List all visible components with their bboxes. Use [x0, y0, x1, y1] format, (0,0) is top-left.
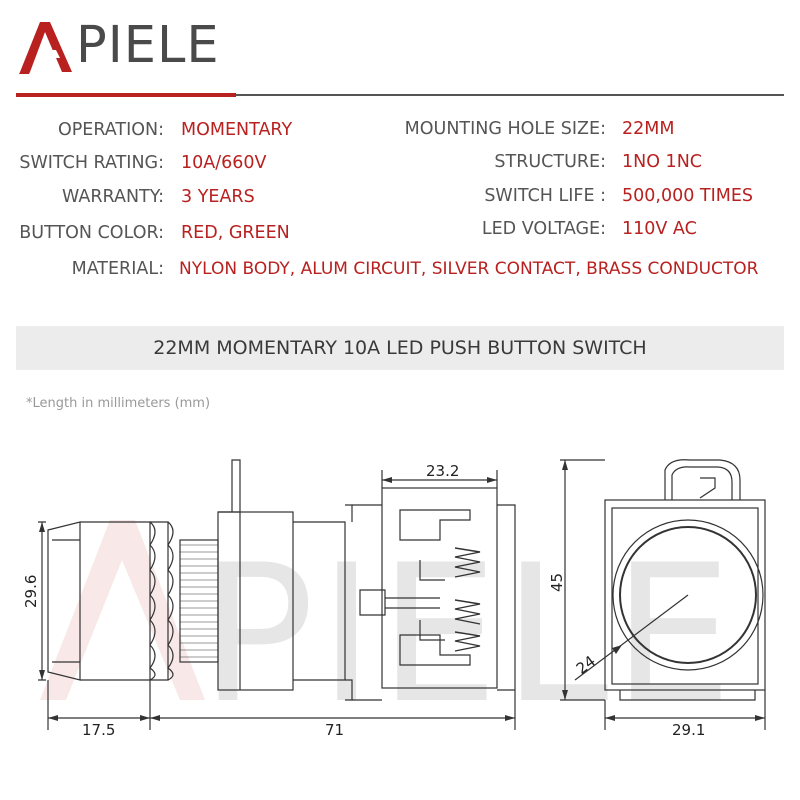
dim-label-body-width: 29.1 [672, 721, 705, 739]
button-head [80, 521, 151, 681]
spec-warranty-value: 3 YEARS [181, 187, 255, 207]
spec-rating-value: 10A/660V [181, 153, 267, 173]
dim-label-block-width: 23.2 [426, 462, 459, 480]
spring-top [454, 547, 481, 578]
dim-line-button-diameter [574, 594, 689, 681]
spec-color-value: RED, GREEN [181, 223, 290, 243]
brand-name: PIELE [76, 16, 220, 75]
product-title-banner: 22MM MOMENTARY 10A LED PUSH BUTTON SWITC… [16, 326, 784, 370]
spring-bottom [454, 631, 481, 652]
mounting-clip [218, 459, 241, 513]
spring-middle [454, 599, 481, 625]
spec-operation-label: OPERATION: [57, 120, 164, 140]
terminal-clip [664, 459, 741, 500]
spec-material-label: MATERIAL: [71, 259, 164, 279]
dim-label-head-depth: 17.5 [82, 721, 115, 739]
contact-block [381, 487, 498, 689]
spec-life-value: 500,000 TIMES [622, 186, 754, 206]
front-button [619, 526, 757, 664]
spec-life-label: SWITCH LIFE : [484, 186, 606, 206]
unit-note: *Length in millimeters (mm) [26, 396, 211, 411]
spec-material-value: NYLON BODY, ALUM CIRCUIT, SILVER CONTACT… [179, 259, 759, 279]
spec-led-value: 110V AC [622, 219, 697, 239]
front-body [604, 499, 766, 691]
spec-led-label: LED VOLTAGE: [481, 219, 606, 239]
dim-label-body-height: 45 [548, 573, 566, 592]
switch-body [217, 511, 294, 691]
spec-hole-label: MOUNTING HOLE SIZE: [404, 119, 606, 139]
dim-label-total-length: 71 [325, 721, 344, 739]
spec-structure-label: STRUCTURE: [494, 152, 606, 172]
front-bezel-ring [612, 519, 764, 671]
watermark-logo [40, 520, 205, 700]
spec-warranty-label: WARRANTY: [62, 187, 164, 207]
spec-structure-value: 1NO 1NC [622, 152, 703, 172]
header-rule-accent [16, 93, 236, 97]
header-rule [236, 94, 784, 96]
dim-label-head-height: 29.6 [22, 575, 40, 608]
spec-rating-label: SWITCH RATING: [19, 153, 164, 173]
triangle-a-mark-icon [19, 22, 72, 74]
bezel-knurl-right [167, 521, 174, 681]
plunger [359, 589, 386, 616]
spec-operation-value: MOMENTARY [181, 120, 293, 140]
bezel-knurl-left [149, 521, 156, 681]
spec-hole-value: 22MM [622, 119, 675, 139]
spec-color-label: BUTTON COLOR: [19, 223, 164, 243]
brand-logo: PIELE [16, 16, 220, 76]
